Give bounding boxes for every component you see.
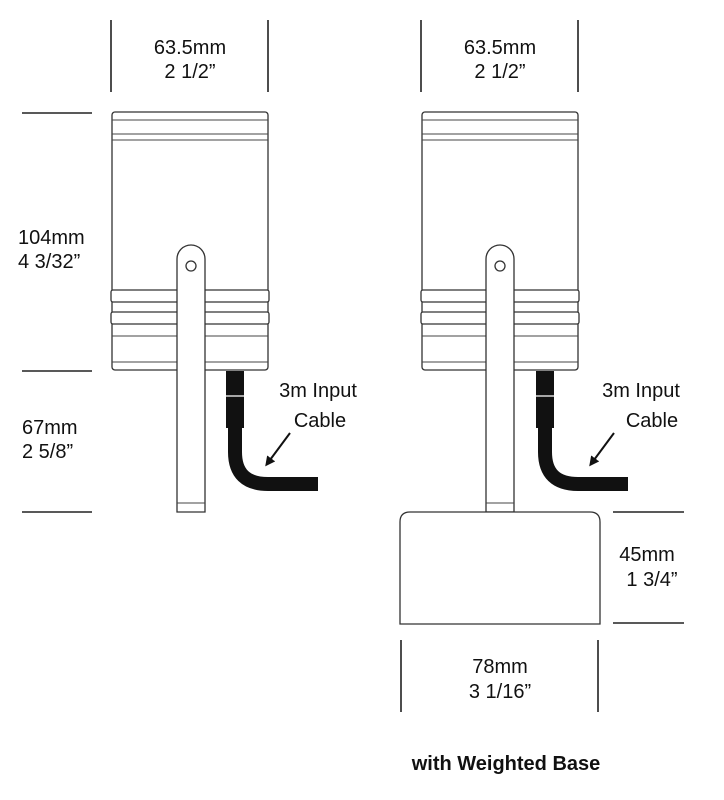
weighted-base-caption: with Weighted Base — [411, 753, 601, 775]
left-stake — [176, 244, 206, 513]
right-base-height-in: 1 3/4” — [626, 569, 677, 591]
left-stake-mm: 67mm — [22, 417, 78, 439]
left-height-mm: 104mm — [18, 227, 85, 249]
right-fixture: 63.5mm 2 1/2” 3m Input Ca — [399, 20, 684, 712]
left-cable-label-line1: 3m Input — [279, 380, 357, 402]
right-pivot-bolt — [494, 260, 506, 272]
left-height-in: 4 3/32” — [18, 251, 80, 273]
left-cable-arrow — [265, 432, 291, 467]
left-pivot-bolt — [185, 260, 197, 272]
right-width-in: 2 1/2” — [474, 61, 525, 83]
left-cable — [226, 371, 318, 491]
right-cable — [536, 371, 628, 491]
left-cable-label-line2: Cable — [294, 410, 346, 432]
right-fixture-head — [420, 111, 580, 371]
right-cable-arrow — [589, 432, 615, 467]
weighted-base — [399, 511, 601, 625]
right-base-width-in: 3 1/16” — [469, 681, 531, 703]
right-cable-label-line2: Cable — [626, 410, 678, 432]
right-stem — [485, 244, 515, 513]
left-stake-in: 2 5/8” — [22, 441, 73, 463]
left-fixture: 63.5mm 2 1/2” 104mm 4 3/32” 67mm 2 5/8” — [18, 20, 357, 513]
left-width-mm: 63.5mm — [154, 37, 226, 59]
right-width-mm: 63.5mm — [464, 37, 536, 59]
right-base-width-mm: 78mm — [472, 656, 528, 678]
right-cable-label-line1: 3m Input — [602, 380, 680, 402]
left-width-in: 2 1/2” — [164, 61, 215, 83]
right-base-height-mm: 45mm — [619, 544, 675, 566]
